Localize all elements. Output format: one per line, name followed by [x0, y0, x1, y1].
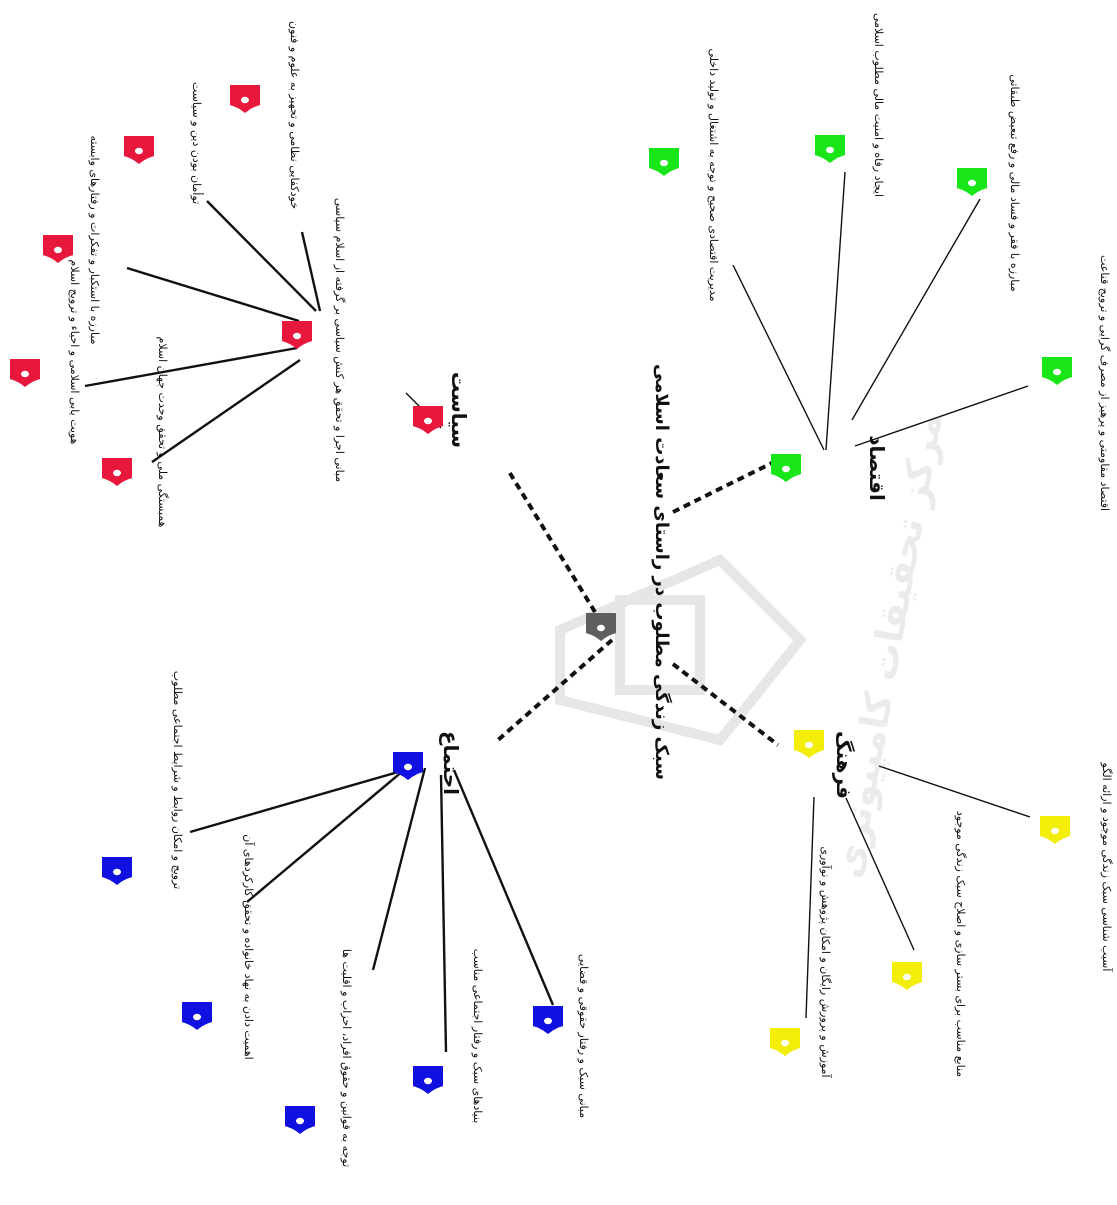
society-item-5-icon [533, 1006, 563, 1034]
edge-center-culture [671, 662, 780, 747]
politics-item-2-icon [124, 136, 154, 164]
economy-branch-icon [771, 454, 801, 482]
center-node-icon [586, 613, 616, 641]
edge-culture-item-3 [805, 796, 815, 1019]
economy-label-group: اقتصاد [865, 435, 889, 501]
edge-politics-item-5 [151, 359, 301, 463]
watermark-emblem: مرکز تحقیقات کامپیوتری [555, 410, 951, 882]
edge-center-society [496, 638, 614, 742]
edge-economy-item-2 [825, 171, 846, 451]
society-item-1-icon [102, 857, 132, 885]
edge-society-item-3 [371, 767, 427, 971]
culture-item-1-icon [1040, 816, 1070, 844]
society-item-2-icon [182, 1002, 212, 1030]
economy-item-1-icon [649, 148, 679, 176]
edge-politics-item-1 [300, 231, 322, 312]
society-item-5: مبانی سبک و رفتار حقوقی و قضایی [577, 954, 590, 1118]
edge-society-item-2 [246, 764, 411, 903]
society-item-4: بنیادهای سبک و رفتار اجتماعی مناسب [471, 949, 484, 1124]
edge-politics-item-2 [206, 200, 317, 312]
politics-item-4-icon [10, 359, 40, 387]
society-item-3: توجه به قوانین و حقوق افراد، احزاب و اقل… [340, 949, 353, 1167]
economy-item-2-icon [815, 135, 845, 163]
society-item-2: اهمیت دادن به نهاد خانواده و تحقق کارکرد… [241, 834, 256, 1059]
branch-label-politics: سیاست [447, 372, 471, 448]
politics-branch-icon [413, 406, 443, 434]
edge-center-economy [672, 458, 779, 514]
economy-item-4-icon [1042, 357, 1072, 385]
culture-item-3-icon [770, 1028, 800, 1056]
edge-politics-item-3 [126, 266, 300, 323]
politics-item-3-icon [43, 235, 73, 263]
branch-label-economy: اقتصاد [865, 435, 889, 501]
edge-economy-item-3 [851, 198, 981, 421]
edge-economy-item-4 [854, 385, 1029, 447]
edge-politics-item-4 [84, 346, 298, 388]
culture-item-3: آموزش و پرورش رایگان و امکان پژوهش و نوآ… [819, 846, 833, 1078]
culture-item-2-icon [892, 962, 922, 990]
economy-item-3: مبارزه با فقر و فساد مالی و رفع تبعیض طب… [1008, 74, 1021, 292]
branch-label-culture: فرهنگ [832, 731, 856, 799]
economy-item-4: اقتصاد مقاومتی و پرهیز از مصرف گرایی و ت… [1098, 255, 1111, 511]
edge-society-item-1 [189, 768, 406, 834]
society-branch-icon [393, 752, 423, 780]
politics-item-2: توأمان بودن دین و سیاست [190, 82, 204, 204]
politics-item-5: همبستگی ملی و تحقق وحدت جهان اسلام [155, 337, 169, 528]
edge-society-item-5 [452, 769, 555, 1006]
society-item-1: ترویج و امکان روابط و شرایط اجتماعی مطلو… [171, 671, 184, 889]
politics-hub-icon [282, 321, 312, 349]
edge-center-politics [506, 468, 597, 614]
society-item-3-icon [285, 1106, 315, 1134]
politics-hub-label: مبانی اجرا و تحقق هر کنش سیاسی بر گرفته … [332, 198, 346, 482]
culture-branch-icon [794, 730, 824, 758]
culture-item-2: منابع مناسب برای بستر سازی و اصلاح سبک ز… [954, 811, 967, 1077]
culture-label-group: فرهنگ [832, 731, 856, 799]
politics-item-1-icon [230, 85, 260, 113]
center-label: سبک زندگی مطلوب در راستای سعادت اسلامی [651, 364, 673, 780]
economy-item-2: ایجاد رفاه و امنیت مالی مطلوب اسلامی [872, 13, 885, 197]
economy-item-3-icon [957, 168, 987, 196]
politics-item-5-icon [102, 458, 132, 486]
edge-society-item-4 [439, 774, 448, 1053]
society-item-4-icon [413, 1066, 443, 1094]
society-label-group: اجتماع [439, 731, 463, 795]
culture-item-1: آسیب شناسی سبک زندگی موجود و ارائه الگو [1100, 762, 1114, 973]
edge-economy-item-1 [732, 264, 825, 451]
branch-label-society: اجتماع [439, 731, 463, 795]
politics-item-1: خودکفایی نظامی و تجهیز به علوم و فنون [288, 21, 301, 209]
edge-culture-item-1 [878, 765, 1031, 818]
politics-label-group: سیاست [447, 372, 471, 448]
economy-item-1: مدیریت اقتصادی صحیح و توجه به اشتغال و ت… [707, 48, 720, 301]
edge-culture-item-2 [845, 797, 915, 951]
center-label-group: سبک زندگی مطلوب در راستای سعادت اسلامی [651, 364, 673, 780]
politics-item-4: هویت یابی اسلامی و احیاء و ترویج اسلام [68, 260, 81, 445]
politics-item-3: مبارزه با استکبار و تفکرات و رفتارهای وا… [88, 135, 101, 344]
